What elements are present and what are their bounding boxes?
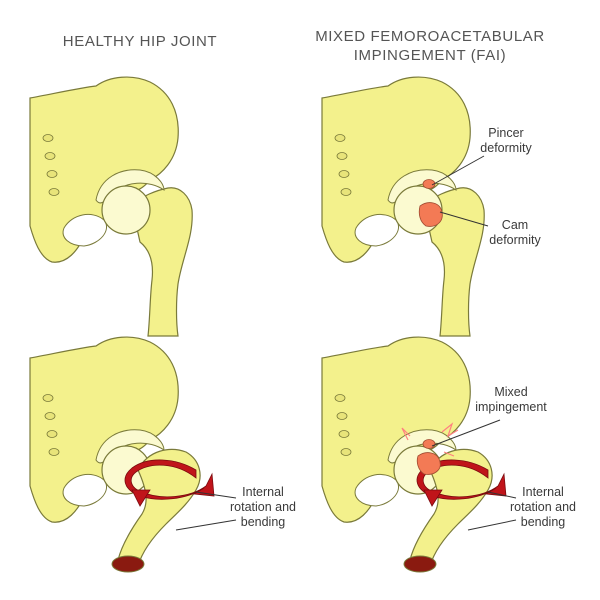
label-pincer-deformity: Pincer deformity (480, 126, 532, 155)
leader-lines (175, 155, 517, 531)
fai-hip-top (321, 76, 485, 337)
label-internal-rotation-left: Internal rotation and bending (229, 485, 297, 529)
impingement-spark-icon (401, 422, 459, 457)
label-cam-deformity: Cam deformity (489, 218, 541, 247)
title-fai: MIXED FEMOROACETABULAR IMPINGEMENT (FAI) (315, 28, 545, 64)
label-internal-rotation-right: Internal rotation and bending (509, 485, 577, 529)
healthy-hip-top (29, 76, 193, 337)
fai-femur-bend (401, 422, 507, 573)
cam-deformity-mark (418, 202, 443, 227)
title-healthy: HEALTHY HIP JOINT (62, 33, 218, 50)
label-mixed-impingement: Mixed impingement (475, 385, 547, 414)
pincer-deformity-mark (422, 179, 436, 189)
